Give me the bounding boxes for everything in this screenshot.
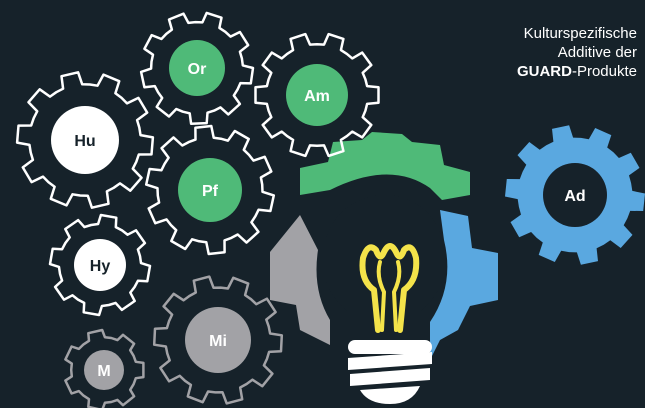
gear-hy-label: Hy: [90, 258, 111, 275]
gear-or-outline: [139, 11, 255, 125]
central-gear-blue-segment: [430, 210, 498, 360]
filament-inner: [376, 260, 402, 332]
brand-name: GUARD: [516, 63, 572, 80]
gear-hu-hub: [51, 106, 119, 174]
gear-hu-outline: [15, 71, 155, 209]
gear-hy: Hy: [48, 213, 152, 317]
gear-hy-outline: [48, 213, 152, 317]
caption-line-3: GUARD-Produkte: [437, 62, 637, 81]
gear-am-hub: [286, 64, 348, 126]
gear-hy-hub: [74, 239, 126, 291]
gear-ad-hub: [543, 163, 607, 227]
caption-line-2: Additive der: [557, 44, 637, 61]
gear-mi-label: Mi: [209, 333, 227, 350]
gear-am-label: Am: [304, 88, 330, 105]
gear-mi-outline: [152, 275, 284, 405]
caption-line-1: Kulturspezifische: [523, 25, 637, 42]
gear-pf-outline: [144, 124, 276, 256]
gear-m: M: [64, 328, 145, 408]
caption: Kulturspezifische Additive der GUARD-Pro…: [437, 24, 637, 81]
gear-hu: Hu: [15, 71, 155, 209]
gear-or-label: Or: [188, 61, 207, 78]
bulb-filament: [359, 243, 420, 333]
gear-pf-hub: [178, 158, 242, 222]
lightbulb-icon: [322, 194, 446, 404]
gear-m-label: M: [97, 363, 110, 380]
gear-m-hub: [84, 350, 124, 390]
gear-or-hub: [169, 40, 225, 96]
bulb-base: [348, 340, 432, 404]
central-gear-green-segment: [300, 132, 470, 200]
gear-hu-label: Hu: [74, 133, 95, 150]
gear-pf-label: Pf: [202, 183, 219, 200]
gear-am: Am: [254, 32, 380, 158]
gear-mi: Mi: [152, 275, 284, 405]
gear-pf: Pf: [144, 124, 276, 256]
gear-m-outline: [64, 328, 145, 408]
gear-mi-hub: [185, 307, 251, 373]
gear-ad-label: Ad: [564, 188, 585, 205]
gear-ad: Ad: [505, 125, 645, 265]
caption-suffix: -Produkte: [571, 63, 637, 80]
bulb-glass: [322, 194, 446, 338]
gear-am-outline: [254, 32, 380, 158]
gear-or: Or: [139, 11, 255, 125]
central-gear-grey-segment: [270, 215, 330, 345]
